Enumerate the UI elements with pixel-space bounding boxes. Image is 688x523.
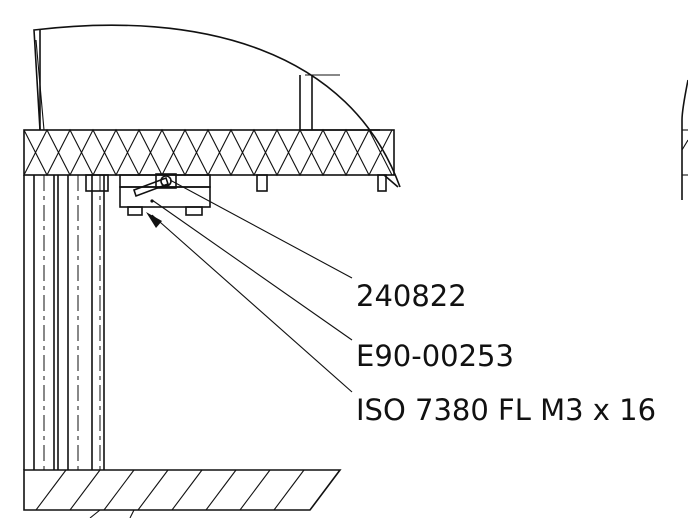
leader-arrowhead [146, 212, 162, 228]
standoff-posts [85, 174, 387, 192]
secondary-view-edge [681, 79, 688, 200]
bottom-hatched-plate [23, 469, 342, 519]
clamp-block [119, 173, 211, 216]
extrusion-columns [23, 175, 105, 470]
leader-lines [146, 179, 353, 393]
callout-label-240822: 240822 [356, 279, 467, 313]
callout-label-iso-7380: ISO 7380 FL M3 x 16 [356, 393, 656, 427]
dome-housing [33, 24, 401, 188]
top-hatched-plate [23, 128, 399, 188]
callout-label-e90-00253: E90-00253 [356, 339, 514, 373]
